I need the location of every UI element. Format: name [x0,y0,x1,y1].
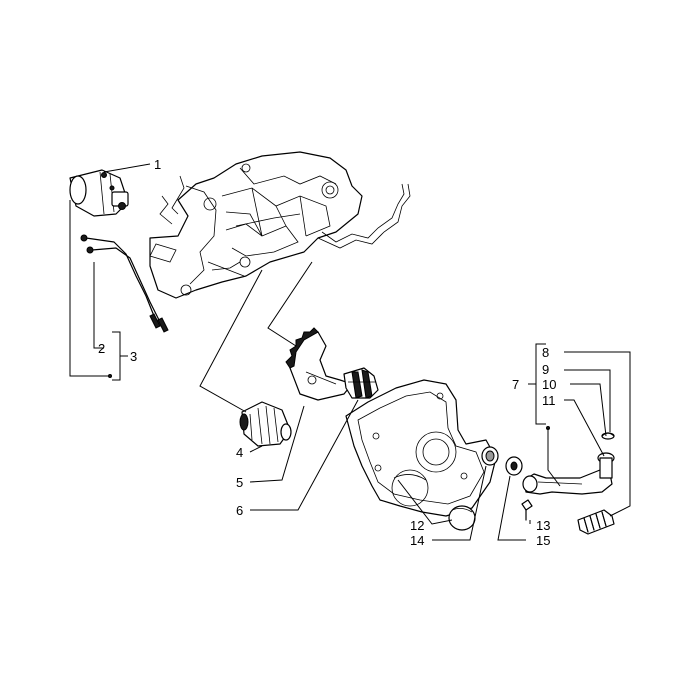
callout-5: 5 [236,475,243,490]
wiring-harness[interactable] [80,234,169,333]
engine-crankcase [149,151,411,299]
callout-12: 12 [410,518,424,533]
callout-8: 8 [542,345,549,360]
callout-11: 11 [542,393,556,408]
pivot-clip[interactable] [601,432,615,440]
kick-start-lever[interactable] [522,452,615,495]
kick-sector-gear[interactable] [285,327,353,401]
callout-labels: 1 2 3 4 5 6 7 8 9 10 11 12 13 14 15 [98,157,556,548]
callout-10: 10 [542,377,556,392]
transmission-cover [345,379,497,517]
callout-4: 4 [236,445,243,460]
callout-9: 9 [542,362,549,377]
kick-pedal-rubber[interactable] [577,509,615,535]
callout-1: 1 [154,157,161,172]
starter-motor[interactable] [69,169,129,217]
callout-15: 15 [536,533,550,548]
washer[interactable] [505,456,523,476]
callout-6: 6 [236,503,243,518]
oil-seal[interactable] [481,446,499,466]
inspection-cap[interactable] [448,505,476,531]
callout-3: 3 [130,349,137,364]
callout-14: 14 [410,533,424,548]
callout-7: 7 [512,377,519,392]
pinch-bolt[interactable] [521,499,533,521]
leader-lines [69,163,631,541]
callout-2: 2 [98,341,105,356]
starter-pinion[interactable] [239,401,292,447]
callout-13: 13 [536,518,550,533]
kick-spring[interactable] [343,367,379,399]
